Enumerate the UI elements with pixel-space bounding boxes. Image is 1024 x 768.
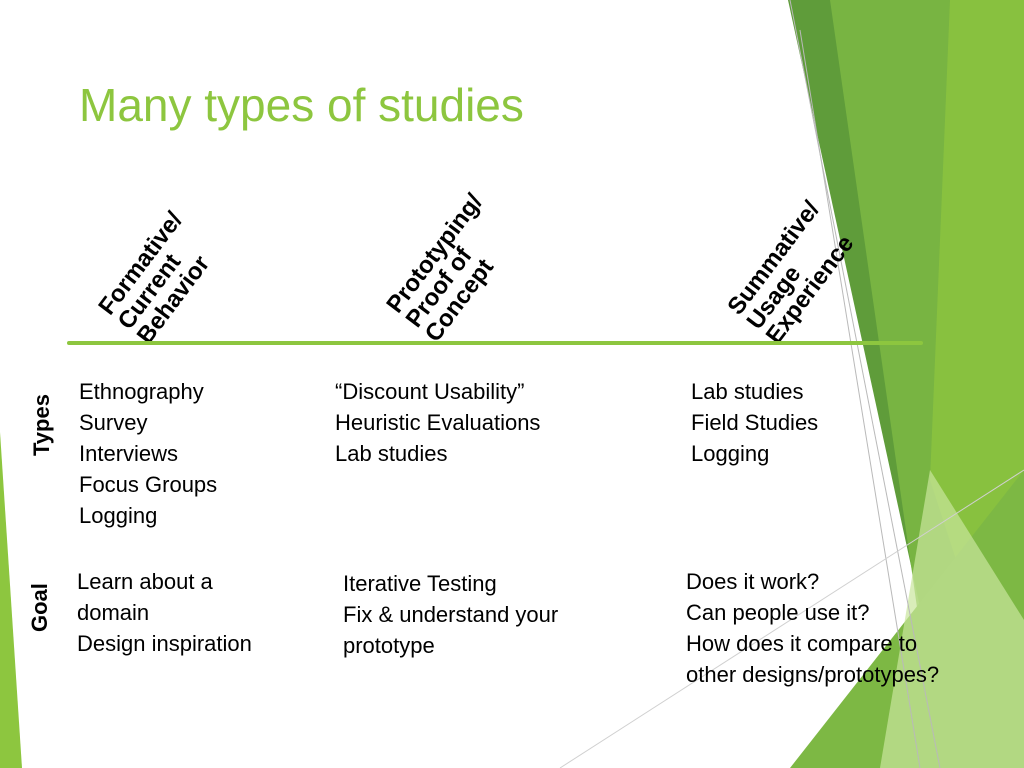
list-item: Focus Groups: [79, 472, 218, 497]
thin-line-2: [799, 29, 921, 768]
thin-line-3: [559, 469, 1024, 768]
types-list-formative: Ethnography Survey Interviews Focus Grou…: [79, 376, 217, 531]
list-item: domain: [77, 600, 150, 625]
row-label-types: Types: [29, 394, 54, 456]
goals-list-formative: Learn about a domain Design inspiration: [77, 566, 252, 659]
list-item: Can people use it?: [686, 600, 870, 625]
list-item: Does it work?: [686, 569, 820, 594]
types-list-prototyping: “Discount Usability” Heuristic Evaluatio…: [335, 376, 540, 469]
bottom-right-wedge-light: [880, 470, 1024, 768]
list-item: “Discount Usability”: [335, 379, 525, 404]
list-item: Field Studies: [691, 410, 819, 435]
row-label-goal: Goal: [27, 583, 52, 632]
list-item: other designs/prototypes?: [686, 662, 940, 687]
list-item: Lab studies: [335, 441, 448, 466]
types-list-summative: Lab studies Field Studies Logging: [691, 376, 818, 469]
list-item: Lab studies: [691, 379, 804, 404]
list-item: Ethnography: [79, 379, 204, 404]
list-item: prototype: [343, 633, 435, 658]
list-item: Logging: [79, 503, 158, 528]
list-item: Heuristic Evaluations: [335, 410, 541, 435]
goals-list-prototyping: Iterative Testing Fix & understand your …: [343, 568, 558, 661]
list-item: Survey: [79, 410, 148, 435]
list-item: Design inspiration: [77, 631, 252, 656]
list-item: Iterative Testing: [343, 571, 497, 596]
slide-title: Many types of studies: [79, 79, 524, 131]
left-bottom-wedge: [0, 432, 22, 768]
list-item: Learn about a: [77, 569, 213, 594]
header-divider: [67, 341, 923, 345]
list-item: How does it compare to: [686, 631, 918, 656]
list-item: Interviews: [79, 441, 179, 466]
list-item: Logging: [691, 441, 770, 466]
thin-line-1: [789, 0, 941, 768]
list-item: Fix & understand your: [343, 602, 559, 627]
goals-list-summative: Does it work? Can people use it? How doe…: [686, 566, 939, 690]
